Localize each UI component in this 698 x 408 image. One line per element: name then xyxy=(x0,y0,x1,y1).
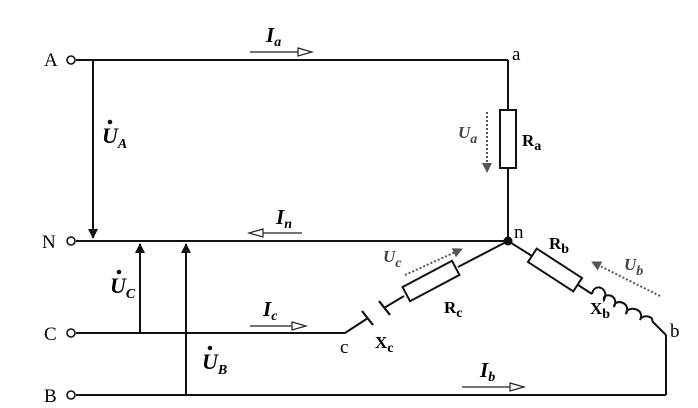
label-node-n: n xyxy=(514,222,524,243)
terminal-A xyxy=(66,55,76,65)
label-voltage-Ub: Ub xyxy=(624,255,643,279)
capacitor-Xc xyxy=(361,300,391,326)
wire-c xyxy=(76,240,509,334)
label-Ra: Ra xyxy=(522,131,541,154)
label-Rb: Rb xyxy=(549,234,569,257)
terminal-C xyxy=(66,328,76,338)
label-voltage-Ua: Ua xyxy=(458,123,477,147)
label-voltage-Uc: Uc xyxy=(383,247,402,271)
label-node-a: a xyxy=(512,44,521,65)
current-arrow-In xyxy=(246,228,302,238)
resistor-Rc xyxy=(401,259,461,303)
wire-a xyxy=(76,59,509,241)
dot-UA xyxy=(107,119,113,125)
terminals xyxy=(66,55,76,400)
label-Rc: Rc xyxy=(444,298,463,321)
inductor-Xb xyxy=(591,286,654,322)
label-Xb: Xb xyxy=(590,299,610,322)
label-Xc: Xc xyxy=(375,333,394,356)
terminal-B xyxy=(66,390,76,400)
node-n-dot xyxy=(503,236,513,246)
voltage-arrow-Uc xyxy=(404,248,463,276)
current-arrow-Ia xyxy=(250,47,315,57)
label-node-b: b xyxy=(670,321,680,342)
terminal-N xyxy=(66,236,76,246)
voltage-arrow-Ub xyxy=(591,261,661,297)
label-terminal-N: N xyxy=(42,232,56,253)
dot-UB xyxy=(207,345,213,351)
dot-UC xyxy=(116,269,122,275)
label-terminal-C: C xyxy=(44,324,57,345)
resistor-Ra xyxy=(499,109,517,169)
label-voltage-UC: UC xyxy=(110,273,136,302)
label-terminal-A: A xyxy=(44,50,58,71)
label-voltage-UA: UA xyxy=(102,123,127,152)
current-arrow-Ic xyxy=(250,321,309,331)
current-arrow-Ib xyxy=(462,382,527,392)
label-terminal-B: B xyxy=(44,386,57,407)
label-current-Ib: Ib xyxy=(479,358,495,385)
label-current-Ia: Ia xyxy=(265,23,281,50)
resistor-Rb xyxy=(526,247,584,293)
label-current-Ic: Ic xyxy=(262,297,278,324)
wire-b xyxy=(76,240,667,396)
label-current-In: In xyxy=(275,205,292,232)
label-voltage-UB: UB xyxy=(202,349,227,378)
label-node-c: c xyxy=(340,337,348,358)
